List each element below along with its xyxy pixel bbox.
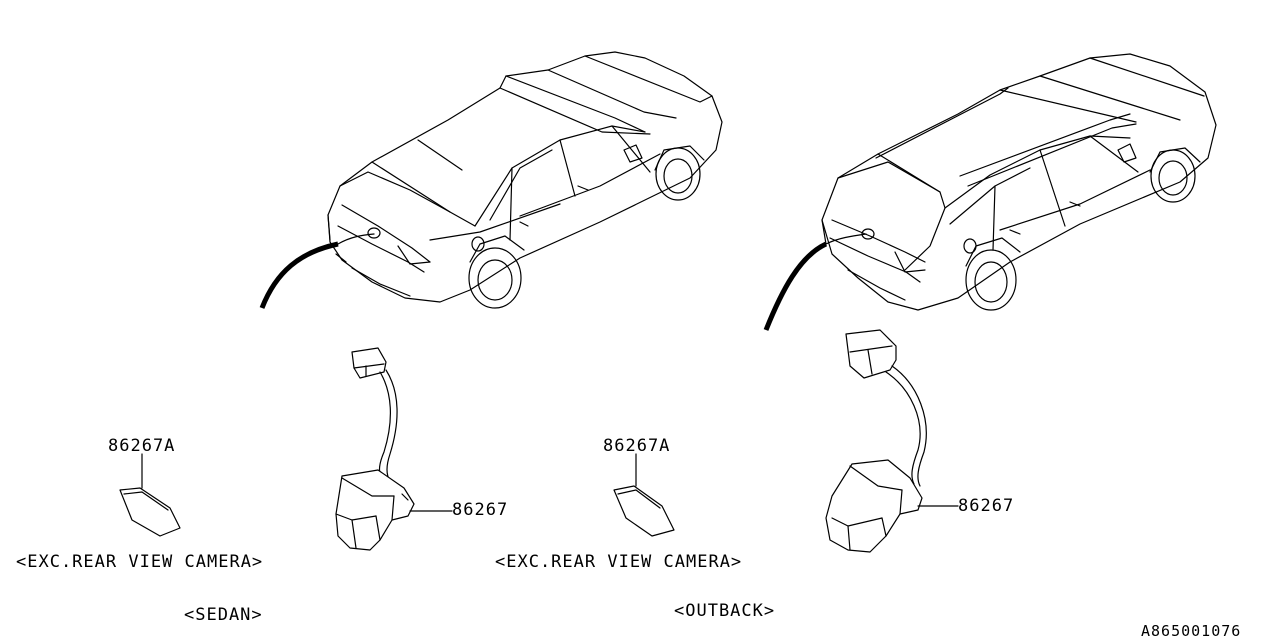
sedan-plug-callout: 86267A (108, 436, 176, 456)
outback-camera-callout: 86267 (958, 496, 1015, 516)
sedan-variant-label: <SEDAN> (184, 605, 263, 625)
outback-pointer-line (825, 233, 867, 245)
sedan-camera-part (335, 347, 415, 551)
outback-plug-part (613, 485, 675, 537)
outback-variant-label: <OUTBACK> (674, 601, 776, 621)
outback-harness-arrow (763, 241, 828, 331)
sedan-harness-arrow (259, 241, 339, 309)
sedan-pointer-line (337, 233, 375, 245)
outback-camera-part (825, 329, 927, 553)
diagram-id: A865001076 (1141, 622, 1242, 640)
outback-plug-note: <EXC.REAR VIEW CAMERA> (495, 552, 743, 572)
sedan-plug-note: <EXC.REAR VIEW CAMERA> (16, 552, 264, 572)
sedan-plug-part (119, 487, 181, 537)
sedan-car-illustration (327, 51, 723, 309)
sedan-camera-callout: 86267 (452, 500, 509, 520)
outback-car-illustration (821, 53, 1217, 311)
outback-plug-callout: 86267A (603, 436, 671, 456)
